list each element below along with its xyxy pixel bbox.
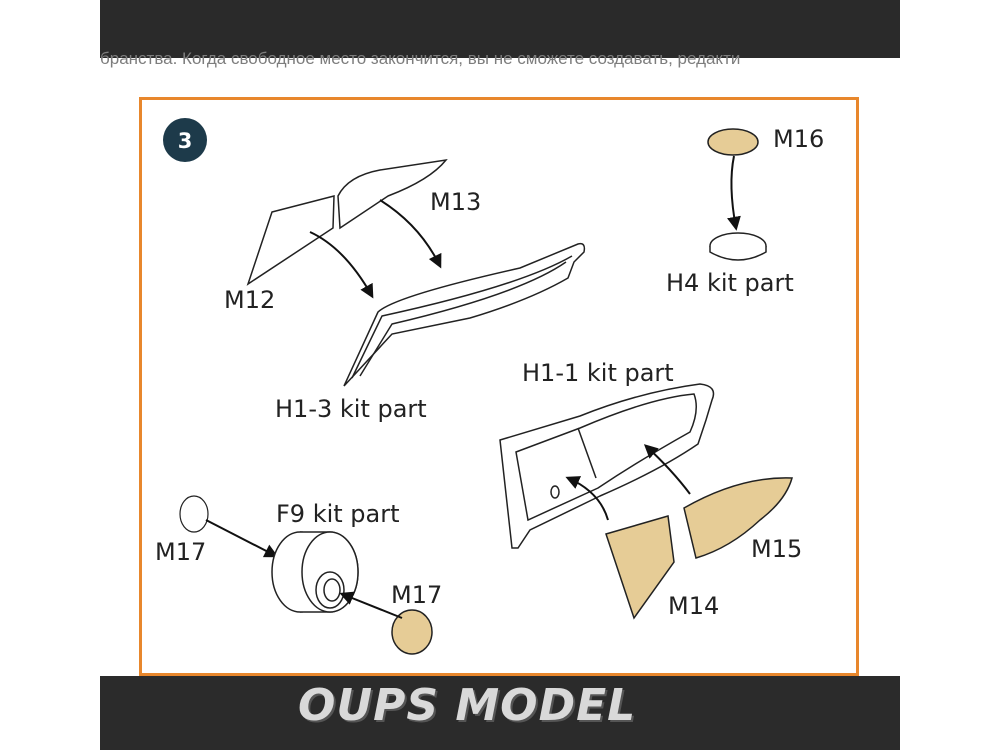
m17-left-mask: [179, 495, 209, 533]
m12-m13-masks: [246, 158, 448, 286]
label-m15: M15: [751, 535, 802, 563]
bottom-dark-bar: [100, 676, 900, 750]
label-m12: M12: [224, 286, 275, 314]
label-m16: M16: [773, 125, 824, 153]
brand-watermark: OUPS MODEL: [298, 680, 637, 731]
top-text-strip: бранства. Когда свободное место закончит…: [100, 49, 741, 68]
m16-mask: [707, 128, 759, 156]
label-f9: F9 kit part: [276, 500, 400, 528]
step-number: 3: [178, 129, 193, 153]
m17-right-mask: [391, 609, 433, 655]
instruction-frame: [139, 97, 859, 676]
label-h1-1: H1-1 kit part: [522, 359, 674, 387]
label-m13: M13: [430, 188, 481, 216]
label-m17-left: M17: [155, 538, 206, 566]
label-m14: M14: [668, 592, 719, 620]
label-m17-right: M17: [391, 581, 442, 609]
step-number-badge: 3: [163, 118, 207, 162]
h4-part: [709, 232, 767, 261]
m15-mask: [683, 477, 793, 559]
h1-1-canopy-part: [499, 383, 715, 549]
m14-mask: [605, 515, 675, 620]
label-h1-3: H1-3 kit part: [275, 395, 427, 423]
top-dark-bar: [100, 0, 900, 58]
h1-3-canopy-part: [343, 242, 586, 387]
f9-wheel-part: [271, 531, 359, 613]
label-h4: H4 kit part: [666, 269, 794, 297]
